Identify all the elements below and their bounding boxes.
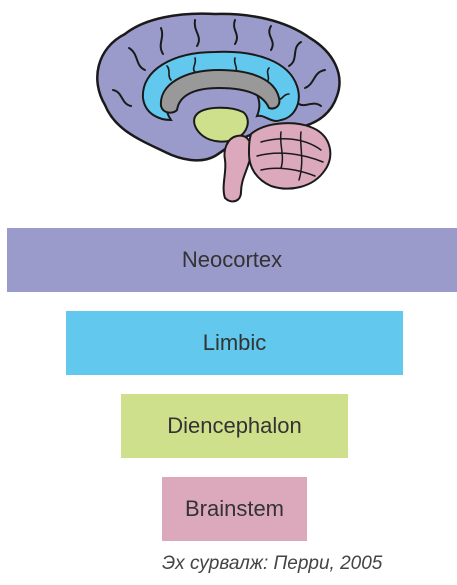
layer-brainstem-label: Brainstem xyxy=(185,496,284,522)
layer-diencephalon-label: Diencephalon xyxy=(167,413,302,439)
cerebellum-region xyxy=(249,123,330,188)
layer-limbic: Limbic xyxy=(66,311,403,375)
layer-brainstem: Brainstem xyxy=(162,477,307,541)
source-caption: Эх сурвалж: Перри, 2005 xyxy=(162,553,457,575)
layer-neocortex: Neocortex xyxy=(7,228,457,292)
layer-limbic-label: Limbic xyxy=(203,330,267,356)
brain-illustration xyxy=(85,10,365,215)
layer-diencephalon: Diencephalon xyxy=(121,394,348,458)
brainstem-region xyxy=(224,136,252,202)
layer-neocortex-label: Neocortex xyxy=(182,247,282,273)
